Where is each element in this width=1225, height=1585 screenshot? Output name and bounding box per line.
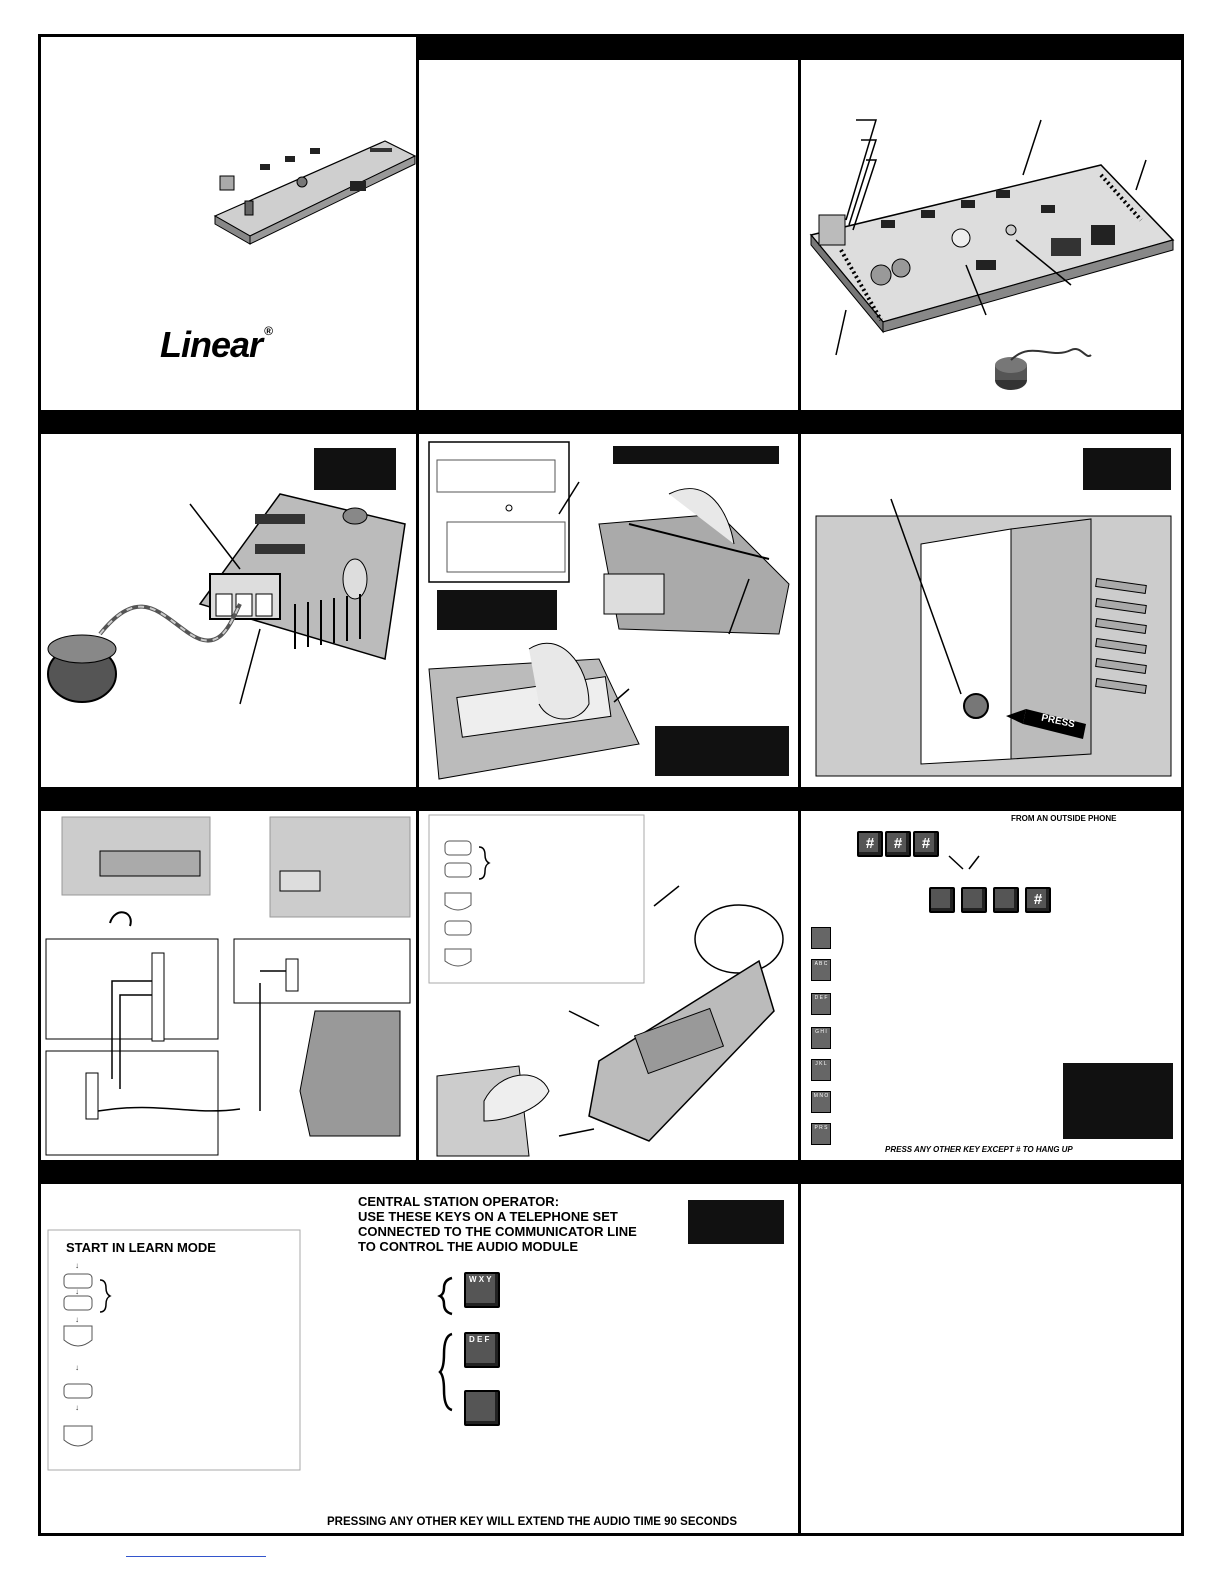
callout-box (688, 1200, 784, 1244)
panel-operator-keys: ↓ ↓ ↓ ↓ ↓ START IN LEARN MODE CENTRAL STATI… (40, 1184, 798, 1534)
phone-key-ghi: G H I (811, 1027, 831, 1049)
panel-product: Linear® (40, 36, 416, 410)
hash-key-4: # (1025, 887, 1051, 913)
key-def: D E F (464, 1332, 500, 1368)
arrows (948, 855, 980, 870)
instruction-line-3: CONNECTED TO THE COMMUNICATOR LINE (358, 1224, 637, 1239)
callout-box (314, 448, 396, 490)
svg-text:↓: ↓ (75, 1363, 79, 1372)
callout-box (1083, 448, 1171, 490)
panel-blank-bottom (801, 1184, 1182, 1534)
hash-key-2: # (885, 831, 911, 857)
instruction-line-2: USE THESE KEYS ON A TELEPHONE SET (358, 1209, 618, 1224)
outside-phone-label: FROM AN OUTSIDE PHONE (1011, 814, 1117, 823)
linear-logo: Linear® (160, 324, 273, 366)
panel-wiring-schematic (40, 811, 416, 1160)
audio-module-board (809, 119, 1175, 390)
enclosure-drawing (815, 498, 1172, 777)
footer-underline (126, 1556, 266, 1557)
learn-mode-flow (428, 814, 784, 1157)
callout-box-bottom (655, 726, 789, 776)
section-bar-row2 (40, 410, 1182, 434)
callout-box-left (437, 590, 557, 630)
phone-key-1 (811, 927, 831, 949)
divider-left-top (416, 36, 419, 1160)
operator-instructions: CENTRAL STATION OPERATOR: USE THESE KEYS… (358, 1194, 637, 1254)
instruction-line-4: TO CONTROL THE AUDIO MODULE (358, 1239, 579, 1254)
svg-text:↓: ↓ (75, 1287, 79, 1296)
code-key-1 (929, 887, 955, 913)
terminal-wiring-illustration (47, 493, 406, 705)
key-wxy: W X Y (464, 1272, 500, 1308)
phone-key-jkl: J K L (811, 1059, 831, 1081)
section-bar-row4 (40, 1160, 1182, 1184)
hang-up-label: PRESS ANY OTHER KEY EXCEPT # TO HANG UP (885, 1145, 1073, 1154)
extend-audio-footer: PRESSING ANY OTHER KEY WILL EXTEND THE A… (327, 1516, 738, 1528)
svg-text:↓: ↓ (75, 1403, 79, 1412)
code-key-3 (993, 887, 1019, 913)
phone-key-prs: P R S (811, 1123, 831, 1145)
instruction-line-1: CENTRAL STATION OPERATOR: (358, 1194, 560, 1209)
section-bar-row3 (40, 787, 1182, 811)
panel-microphone-wiring (40, 434, 416, 787)
panel-press-illustration: PRESS (801, 434, 1182, 787)
document-frame (38, 34, 1184, 1536)
divider-right-top (798, 36, 801, 1536)
panel-board-diagram (801, 60, 1182, 410)
svg-text:↓: ↓ (75, 1315, 79, 1324)
start-learn-label: START IN LEARN MODE (66, 1240, 216, 1255)
phone-key-mno: M N O (811, 1091, 831, 1113)
callout-box (1063, 1063, 1173, 1139)
key-blank (464, 1390, 500, 1426)
hash-key-3: # (913, 831, 939, 857)
circuit-board-thumbnail (213, 140, 416, 245)
logo-text: Linear (160, 324, 263, 365)
hash-key-1: # (857, 831, 883, 857)
panel-phone-learn (419, 811, 797, 1160)
svg-text:↓: ↓ (75, 1261, 79, 1270)
module-install-drawings (428, 441, 790, 780)
registered-mark: ® (264, 324, 273, 338)
panel-installation-diagram (419, 434, 797, 787)
code-key-2 (961, 887, 987, 913)
panel-outside-phone: FROM AN OUTSIDE PHONE # # # # A B C D E … (801, 811, 1182, 1160)
panel-blank-top (419, 60, 797, 410)
learn-flow-drawing: ↓ ↓ ↓ ↓ ↓ (47, 1229, 453, 1471)
phone-key-abc: A B C (811, 959, 831, 981)
callout-bar-top (613, 446, 779, 464)
wiring-schematic-drawing (45, 816, 411, 1156)
phone-key-def: D E F (811, 993, 831, 1015)
